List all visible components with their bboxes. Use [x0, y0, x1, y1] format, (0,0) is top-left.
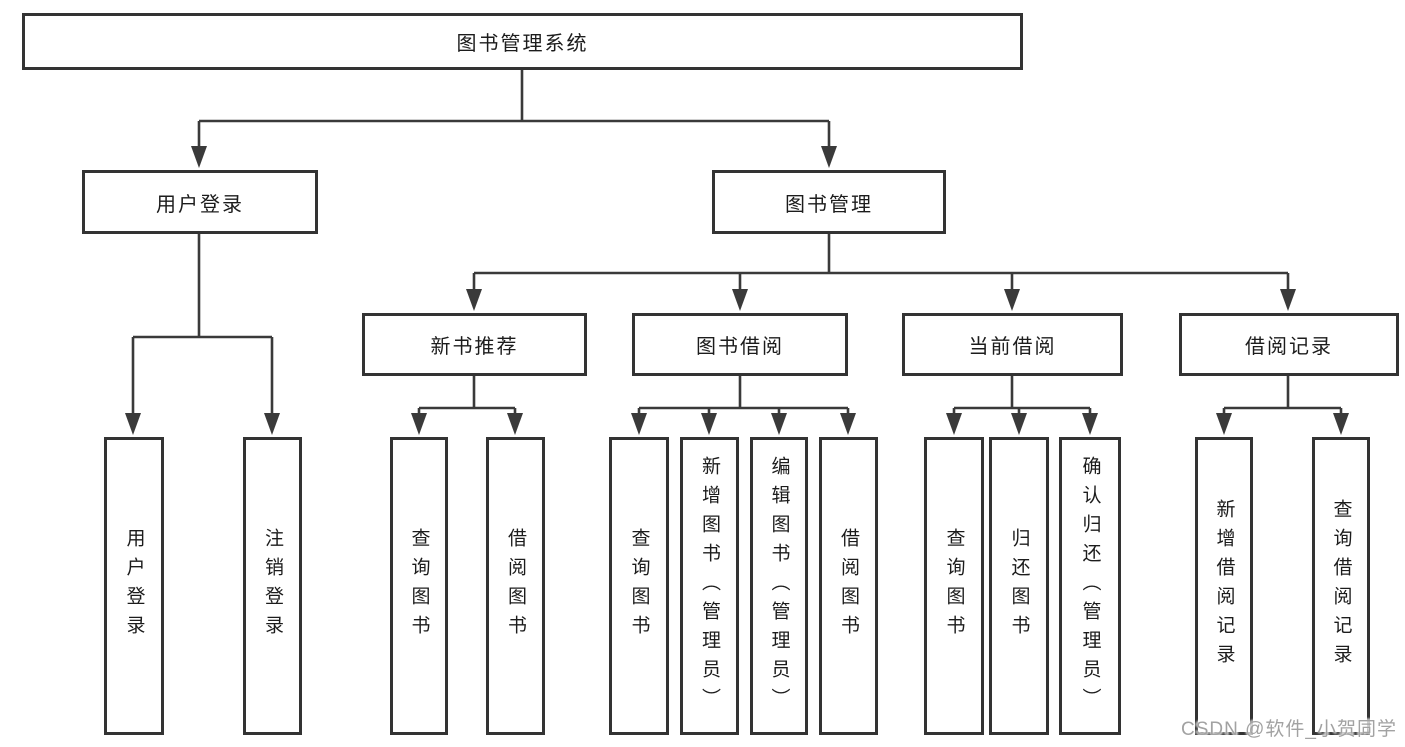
leaf-return-books: 归还图书 [989, 437, 1049, 735]
leaf-label: 查询图书 [943, 528, 965, 644]
node-label: 借阅记录 [1245, 336, 1333, 358]
node-new-book-recommendation: 新书推荐 [362, 313, 587, 376]
arrowheads [125, 146, 1349, 435]
leaf-label: 借阅图书 [838, 528, 859, 644]
leaf-query-books: 查询图书 [390, 437, 448, 735]
leaf-label: 查询图书 [628, 528, 650, 644]
leaf-logout: 注销登录 [243, 437, 302, 735]
leaf-add-books-admin: 新增图书（管理员） [680, 437, 739, 735]
leaf-add-borrow-record: 新增借阅记录 [1195, 437, 1253, 735]
leaf-borrow-books: 借阅图书 [486, 437, 545, 735]
leaf-label: 借阅图书 [505, 528, 526, 644]
leaf-query-borrow-record: 查询借阅记录 [1312, 437, 1370, 735]
leaf-label: 查询图书 [408, 528, 430, 644]
node-book-management: 图书管理 [712, 170, 946, 234]
leaf-query-books: 查询图书 [924, 437, 984, 735]
csdn-watermark: CSDN @软件_小贺同学 [1181, 719, 1397, 740]
node-label: 图书管理系统 [456, 33, 589, 55]
node-label: 图书借阅 [696, 336, 784, 358]
leaf-label: 注销登录 [262, 528, 283, 644]
node-current-borrowing: 当前借阅 [902, 313, 1123, 376]
node-borrowing-records: 借阅记录 [1179, 313, 1399, 376]
leaf-label: 查询借阅记录 [1330, 499, 1352, 673]
leaf-edit-books-admin: 编辑图书（管理员） [750, 437, 808, 735]
leaf-label: 新增借阅记录 [1213, 499, 1235, 673]
leaf-confirm-return-admin: 确认归还（管理员） [1059, 437, 1121, 735]
leaf-label: 编辑图书（管理员） [768, 455, 790, 717]
leaf-label: 新增图书（管理员） [699, 455, 720, 717]
node-user-login: 用户登录 [82, 170, 318, 234]
leaf-borrow-books: 借阅图书 [819, 437, 878, 735]
node-label: 新书推荐 [430, 336, 519, 358]
leaf-user-login: 用户登录 [104, 437, 164, 735]
leaf-label: 用户登录 [123, 528, 145, 644]
leaf-label: 归还图书 [1008, 528, 1030, 644]
node-book-borrowing: 图书借阅 [632, 313, 848, 376]
node-label: 用户登录 [156, 193, 244, 216]
leaf-label: 确认归还（管理员） [1079, 455, 1101, 717]
node-label: 当前借阅 [968, 336, 1057, 358]
node-library-management-system: 图书管理系统 [22, 13, 1023, 70]
node-label: 图书管理 [785, 193, 873, 216]
leaf-query-books: 查询图书 [609, 437, 669, 735]
